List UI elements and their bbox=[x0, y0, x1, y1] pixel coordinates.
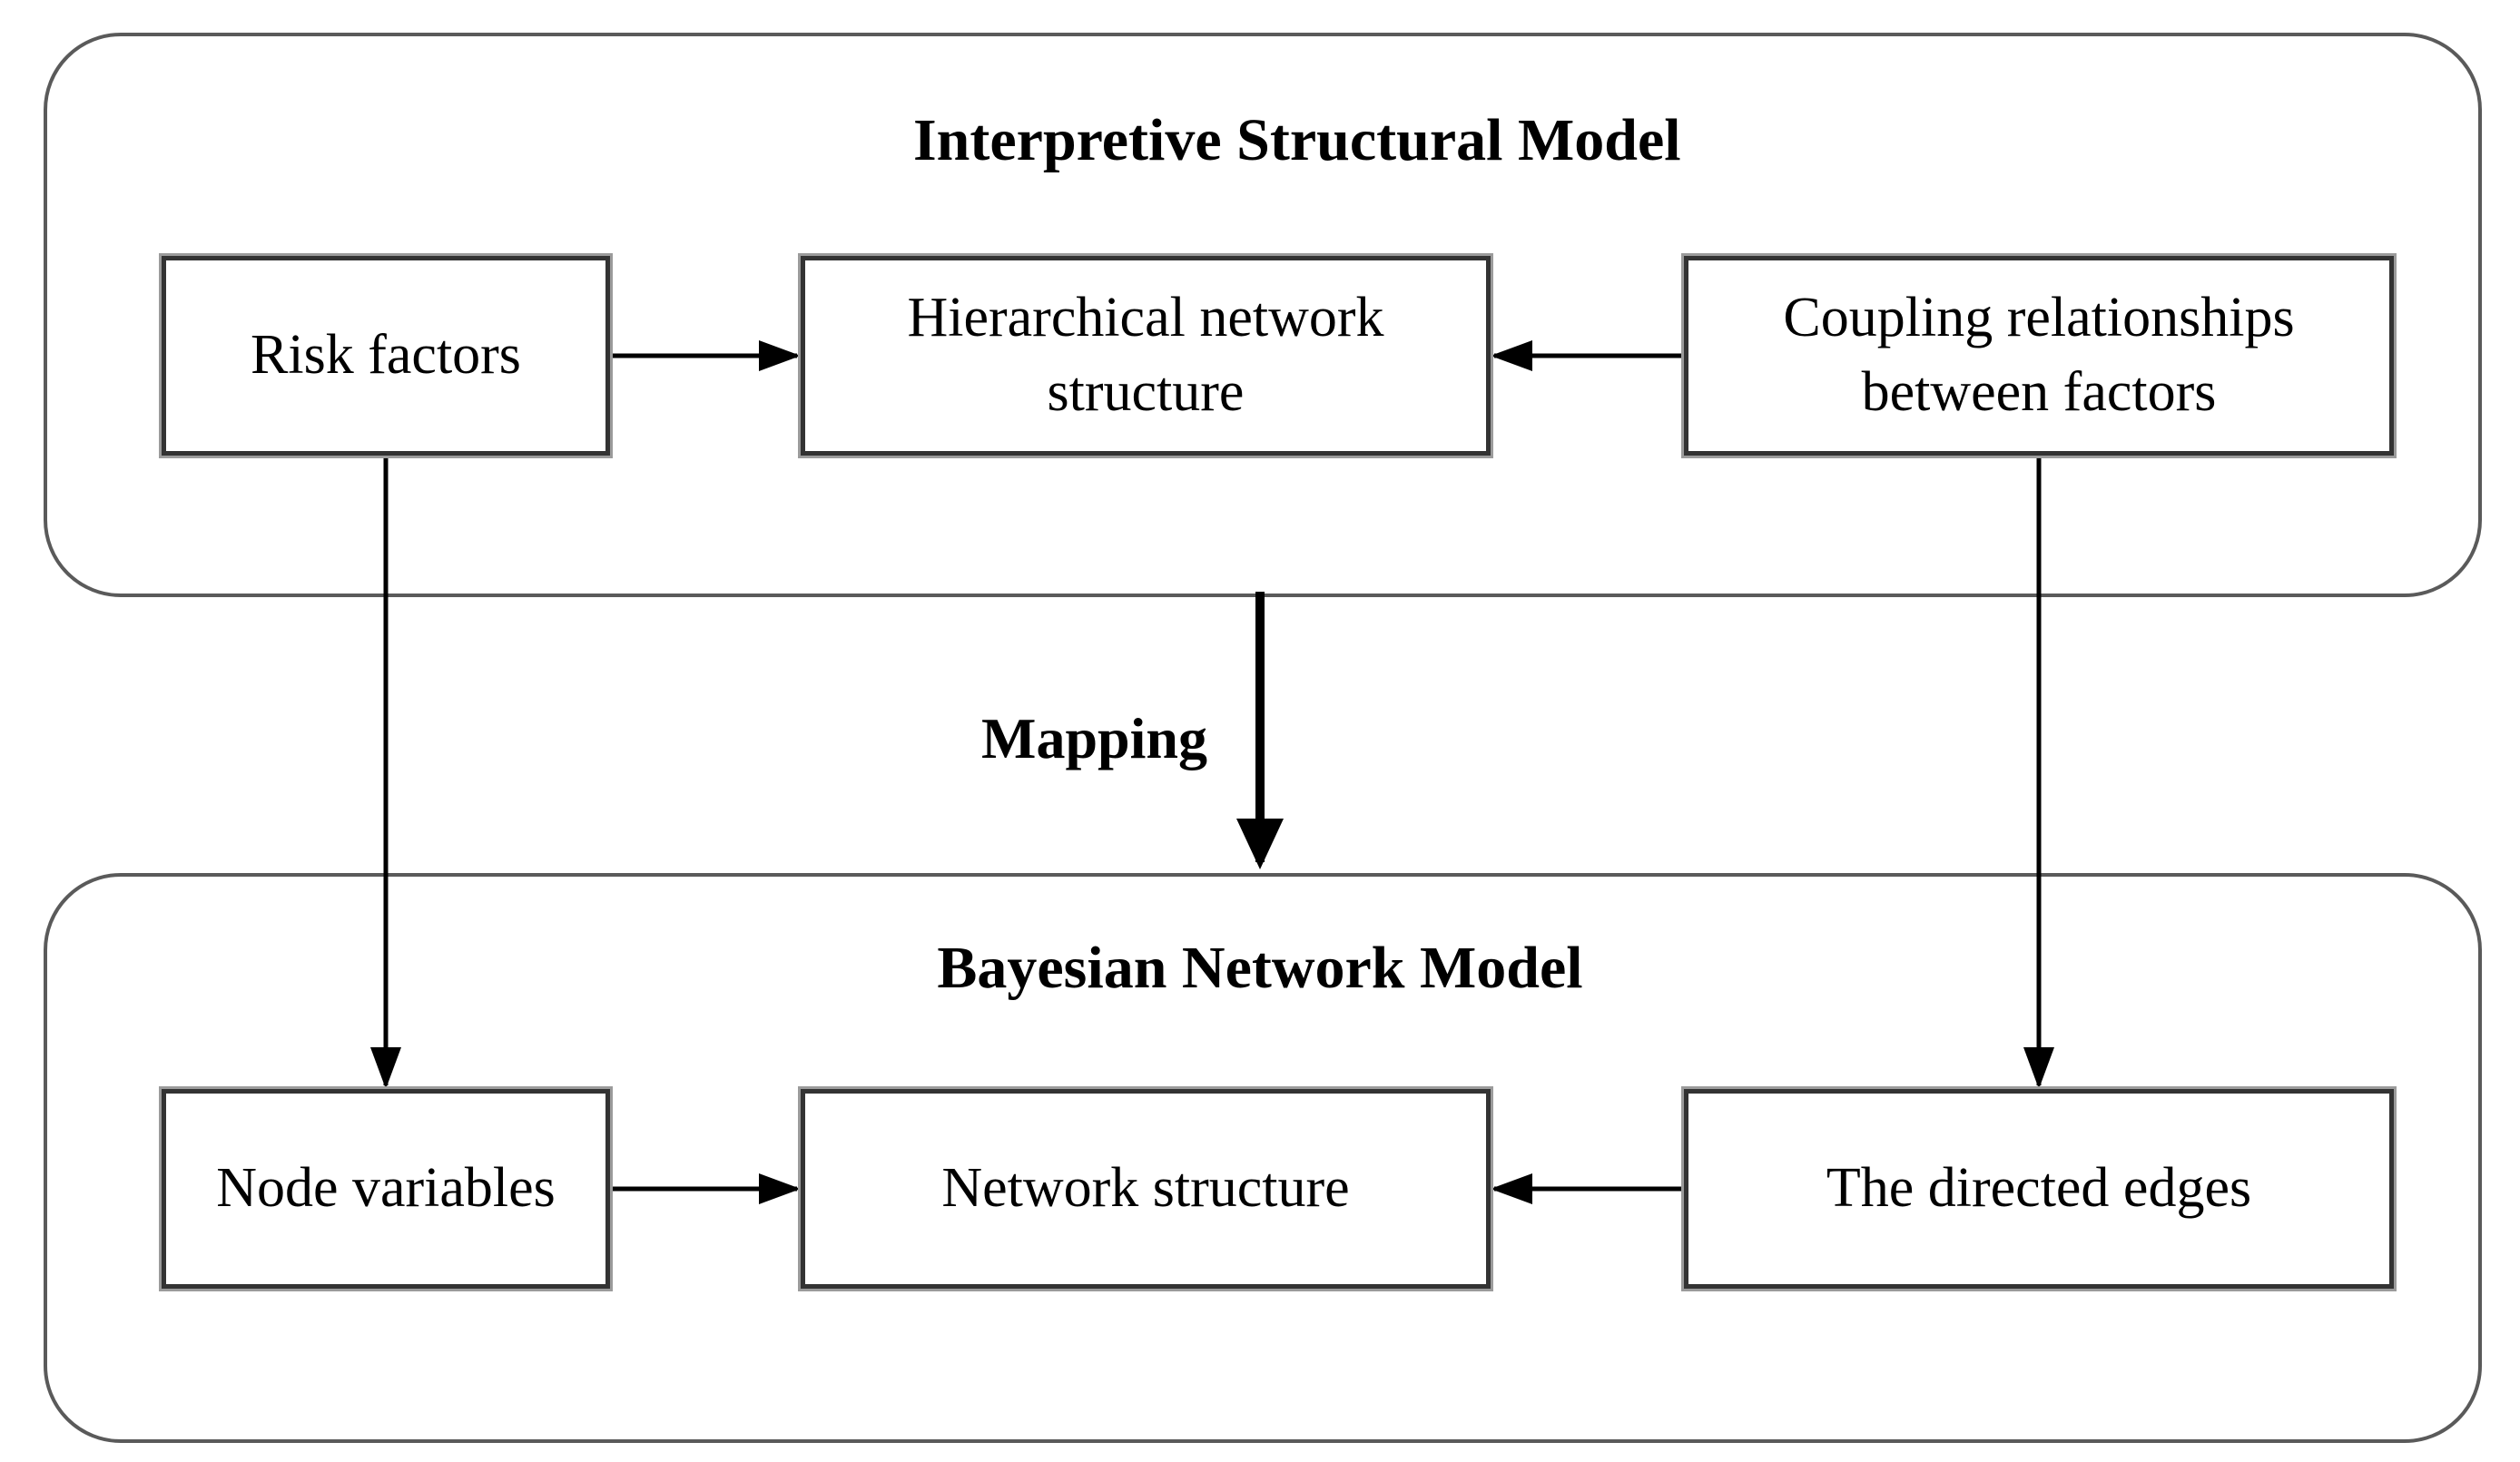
bn-title: Bayesian Network Model bbox=[937, 935, 1583, 1001]
box-network-structure: Network structure bbox=[801, 1089, 1491, 1289]
ism-title: Interpretive Structural Model bbox=[913, 107, 1681, 173]
box-hierarchical-label: Hierarchical network structure bbox=[907, 287, 1384, 423]
box-node-variables-label: Node variables bbox=[216, 1157, 556, 1220]
box-node-variables: Node variables bbox=[162, 1089, 610, 1289]
box-coupling-relationships: Coupling relationships between factors bbox=[1684, 256, 2394, 456]
box-network-structure-label: Network structure bbox=[941, 1157, 1350, 1220]
box-coupling-label: Coupling relationships between factors bbox=[1783, 287, 2295, 423]
box-risk-factors: Risk factors bbox=[162, 256, 610, 456]
box-directed-edges: The directed edges bbox=[1684, 1089, 2394, 1289]
bn-container bbox=[44, 873, 2482, 1443]
box-directed-edges-label: The directed edges bbox=[1826, 1157, 2252, 1220]
mapping-label: Mapping bbox=[981, 706, 1207, 770]
box-hierarchical-network-structure: Hierarchical network structure bbox=[801, 256, 1491, 456]
box-risk-factors-label: Risk factors bbox=[251, 324, 521, 387]
